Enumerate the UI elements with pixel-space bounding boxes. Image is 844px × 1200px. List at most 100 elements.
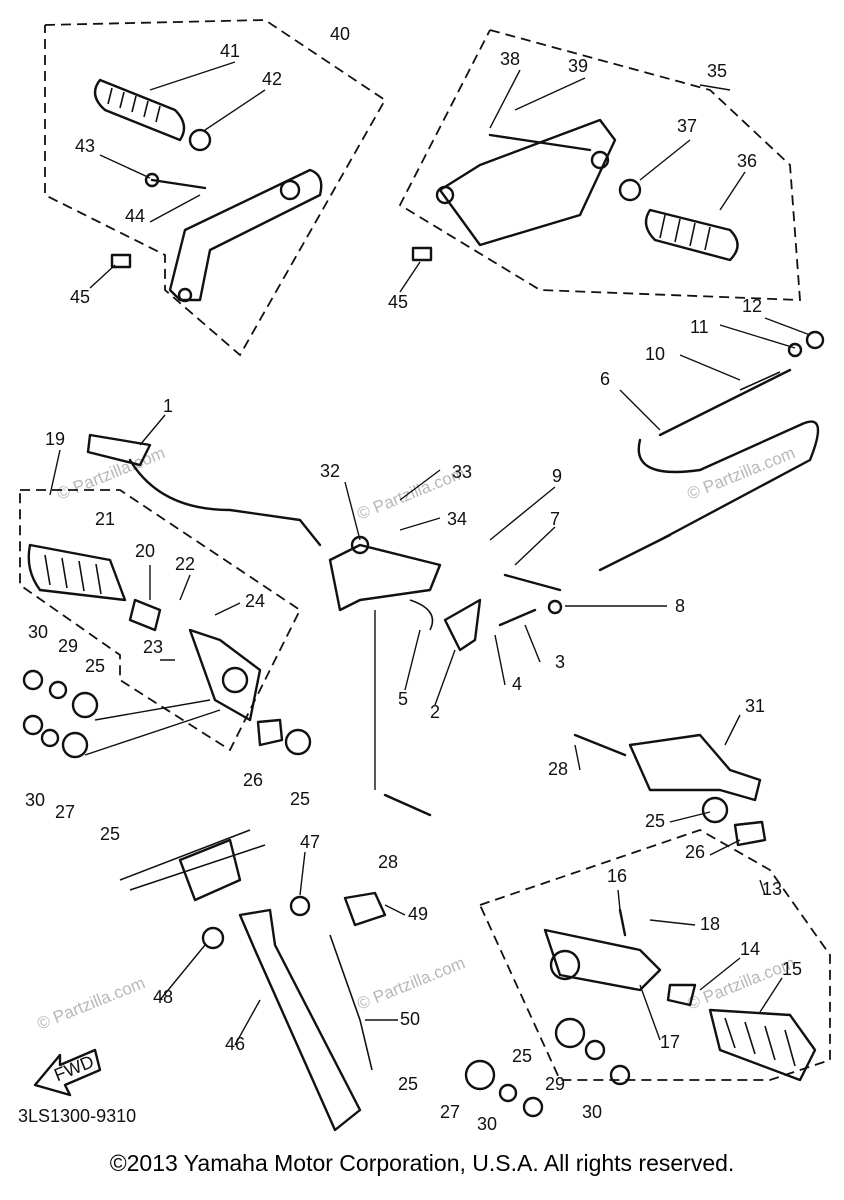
- label-30-a: 30: [28, 622, 48, 642]
- spring-10: [739, 371, 781, 391]
- label-39: 39: [568, 56, 588, 76]
- left-fasteners: [22, 669, 312, 759]
- label-5: 5: [398, 689, 408, 709]
- label-15: 15: [782, 959, 802, 979]
- pedal-arm-1: [128, 458, 322, 547]
- bush-25-c: [284, 728, 312, 756]
- cable-assembly: [598, 330, 825, 572]
- bush-25-b: [61, 731, 89, 759]
- label-30-c: 30: [582, 1102, 602, 1122]
- washer-27: [498, 1083, 518, 1103]
- sleeve-26-left: [256, 718, 284, 747]
- label-43: 43: [75, 136, 95, 156]
- arm-2: [443, 598, 482, 652]
- fwd-arrow: [33, 1048, 102, 1097]
- bracket-assembly-right: [573, 733, 767, 847]
- footrest-assembly-front: [27, 543, 284, 747]
- label-25-a: 25: [85, 656, 105, 676]
- label-50: 50: [400, 1009, 420, 1029]
- label-35: 35: [707, 61, 727, 81]
- label-26-b: 26: [685, 842, 705, 862]
- label-1: 1: [163, 396, 173, 416]
- group-box-19: [19, 489, 302, 752]
- nut-30-a: [22, 669, 44, 691]
- label-9: 9: [552, 466, 562, 486]
- spring-5: [409, 599, 434, 631]
- watermark-4: © Partzilla.com: [34, 973, 147, 1034]
- nut-30-b: [22, 714, 44, 736]
- cap-11: [787, 342, 803, 358]
- sleeve-26-right: [733, 820, 767, 847]
- watermark-6: © Partzilla.com: [684, 953, 797, 1014]
- pin-38: [488, 133, 592, 152]
- bracket-31: [628, 733, 762, 802]
- label-30-b: 30: [25, 790, 45, 810]
- bracket-35: [438, 118, 617, 247]
- stand-bracket: [178, 838, 242, 902]
- diagram-code: 3LS1300-9310: [18, 1106, 136, 1126]
- bolt-45-right: [411, 246, 433, 262]
- label-24: 24: [245, 591, 265, 611]
- stand-46: [238, 908, 362, 1132]
- label-3: 3: [555, 652, 565, 672]
- footrest-rubber-41: [93, 78, 186, 142]
- bush-25-rear: [554, 1017, 586, 1049]
- label-21: 21: [95, 509, 115, 529]
- bush-25-rear-b: [464, 1059, 496, 1091]
- rod-28: [383, 793, 432, 817]
- shaft-32: [328, 543, 442, 612]
- label-4: 4: [512, 674, 522, 694]
- label-19: 19: [45, 429, 65, 449]
- label-20: 20: [135, 541, 155, 561]
- label-49: 49: [408, 904, 428, 924]
- footrest-rubber-36: [644, 208, 739, 262]
- nut-30: [609, 1064, 631, 1086]
- label-23: 23: [143, 637, 163, 657]
- label-41: 41: [220, 41, 240, 61]
- footrest-assembly-rear: [464, 908, 817, 1118]
- bush-25-right: [701, 796, 729, 824]
- group-boxes: [19, 19, 831, 1081]
- label-25-e: 25: [512, 1046, 532, 1066]
- label-27-b: 27: [440, 1102, 460, 1122]
- label-45-b: 45: [388, 292, 408, 312]
- label-13: 13: [762, 879, 782, 899]
- label-16: 16: [607, 866, 627, 886]
- label-36: 36: [737, 151, 757, 171]
- copyright-notice: ©2013 Yamaha Motor Corporation, U.S.A. A…: [109, 1150, 735, 1176]
- group-box-40: [44, 19, 387, 357]
- label-40: 40: [330, 24, 350, 44]
- parts-diagram: © Partzilla.com © Partzilla.com © Partzi…: [18, 19, 831, 1134]
- label-25-f: 25: [398, 1074, 418, 1094]
- nut-30b: [522, 1096, 544, 1118]
- footrest-assembly-right: [411, 118, 739, 262]
- label-14: 14: [740, 939, 760, 959]
- washer-29-a: [48, 680, 68, 700]
- label-29-a: 29: [58, 636, 78, 656]
- group-box-13: [479, 829, 831, 1081]
- part-labels: 1 2 3 4 5 6 7 8 9 10 11 12 13 14 15 16 1…: [25, 24, 802, 1134]
- label-44: 44: [125, 206, 145, 226]
- label-37: 37: [677, 116, 697, 136]
- footrest-rubber-15: [708, 1008, 817, 1082]
- frame-tube: [119, 829, 266, 891]
- label-27-a: 27: [55, 802, 75, 822]
- group-box-35: [398, 29, 801, 301]
- pin-16: [618, 908, 627, 937]
- washer-42: [188, 128, 212, 152]
- holder: [188, 628, 262, 722]
- link-7: [503, 573, 562, 592]
- bolt-3: [498, 608, 537, 627]
- footrest-assembly-left: [93, 78, 323, 303]
- label-47: 47: [300, 832, 320, 852]
- leader-lines: [49, 61, 811, 1046]
- bracket-44: [168, 168, 323, 302]
- label-45-a: 45: [70, 287, 90, 307]
- label-25-b: 25: [100, 824, 120, 844]
- bush-25-a: [71, 691, 99, 719]
- plate-49: [343, 891, 387, 927]
- label-2: 2: [430, 702, 440, 722]
- label-17: 17: [660, 1032, 680, 1052]
- bracket-20: [128, 598, 162, 632]
- cap-12: [805, 330, 825, 350]
